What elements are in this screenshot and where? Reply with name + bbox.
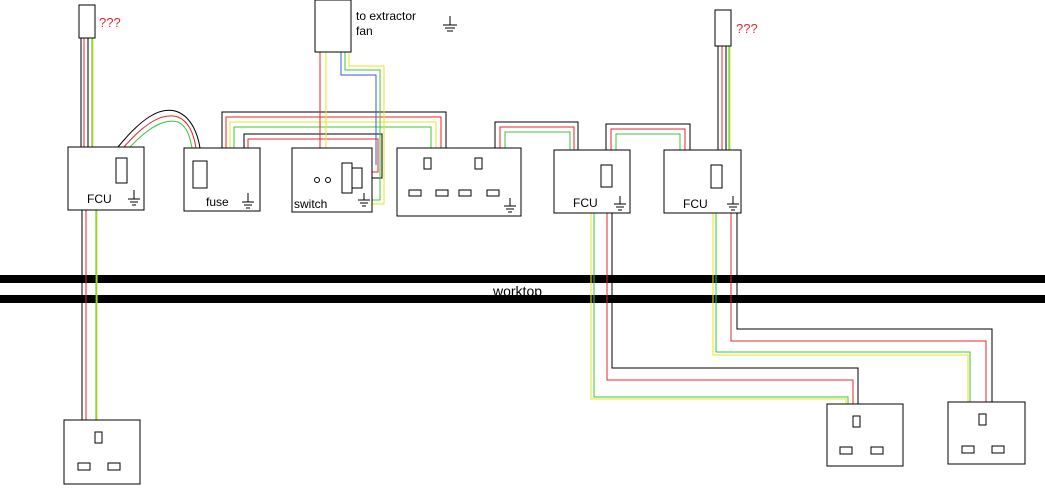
socket-pin [408,189,422,197]
supply-end-left [78,4,96,39]
extractor-label-line2: fan [356,24,373,38]
socket-pin [77,462,91,471]
extractor-connector [314,0,352,53]
earth-icon [443,16,457,32]
earth-icon [358,193,370,207]
socket-bottom-left [63,419,141,485]
socket-bottom-middle [826,403,904,467]
wires [80,38,993,420]
worktop-bar-bottom [0,295,1045,303]
earth-icon [614,196,626,211]
fuse-label: fuse [206,195,229,209]
fcu-2: FCU [553,149,631,214]
socket-pin [991,445,1005,454]
fan-switch: switch [291,147,373,213]
unknown-label-right: ??? [736,21,758,36]
fcu-1-label: FCU [87,192,112,206]
worktop-label: worktop [492,283,542,299]
socket-pin [486,189,500,197]
switch-block [351,167,363,189]
earth-icon [242,193,254,209]
socket-pin [839,446,853,455]
supply-end-right [714,9,732,47]
earth-icon [128,190,140,206]
socket-pin [107,462,121,471]
socket-pin [870,446,884,455]
fcu-2-label: FCU [573,196,598,210]
socket-earth-pin [978,413,987,426]
switch-terminal [314,177,320,183]
socket-earth-pin [94,431,103,444]
socket-earth-pin [474,157,483,170]
socket-bottom-right [947,401,1026,465]
earth-icon [504,198,516,213]
fcu-1: FCU [67,146,145,211]
fcu-1-switch [115,157,128,184]
fcu-3: FCU [663,149,742,214]
socket-pin [435,189,449,197]
fused-spur: fuse [183,147,261,212]
switch-rocker [341,162,353,194]
fuse-holder [192,160,208,189]
socket-pin [458,189,472,197]
socket-pin [961,445,975,454]
fcu-3-switch [710,164,723,189]
earth-icon [727,196,739,211]
switch-label: switch [294,197,327,211]
fcu-2-switch [600,164,613,188]
socket-earth-pin [852,415,861,428]
extractor-label-line1: to extractor [356,9,416,23]
socket-earth-pin [423,157,432,170]
unknown-label-left: ??? [99,15,121,30]
switch-terminal [325,177,331,183]
worktop-bar-top [0,275,1045,283]
fcu-3-label: FCU [683,197,708,211]
double-socket [396,147,522,217]
